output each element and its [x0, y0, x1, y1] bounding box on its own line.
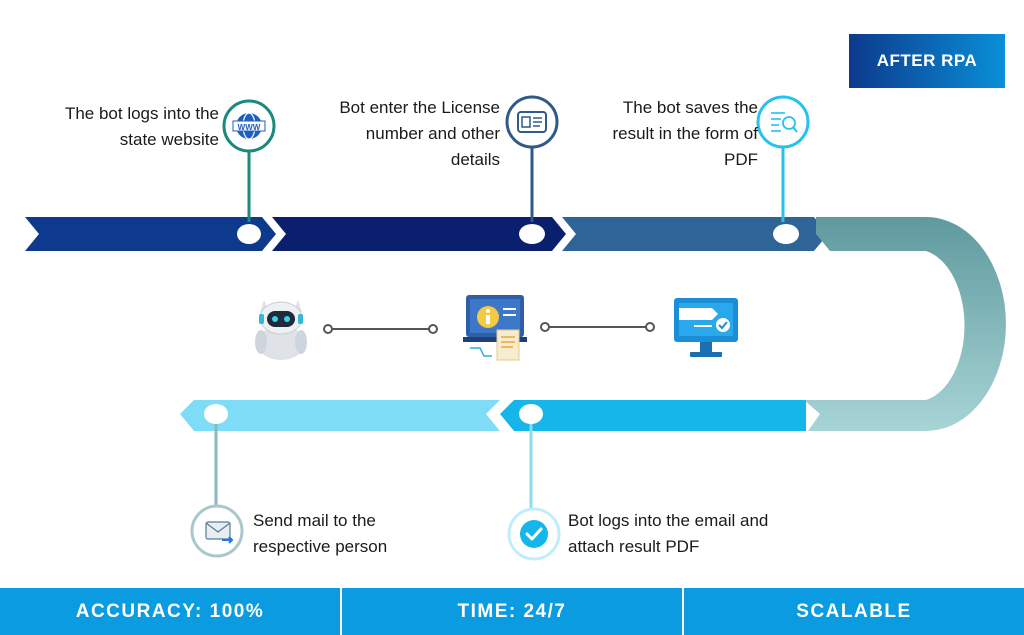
timeline-segment-5: [500, 400, 806, 431]
email-send-icon: [190, 504, 244, 558]
document-search-icon: [756, 95, 810, 149]
step-3-text: The bot saves the result in the form of …: [560, 95, 758, 173]
milestone-dot-5: [204, 404, 228, 424]
footer-time: TIME: 24/7: [340, 588, 682, 635]
id-card-icon: [505, 95, 559, 149]
timeline-segment-6: [180, 400, 500, 431]
computer-checked-icon: [674, 298, 738, 357]
step-4-line-1: Bot logs into the email and: [568, 511, 769, 530]
step-3-line-3: PDF: [724, 150, 758, 169]
milestone-dot-3: [773, 224, 799, 244]
footer-accuracy: ACCURACY: 100%: [75, 600, 265, 622]
timeline-segment-3: [562, 217, 828, 251]
step-4-text: Bot logs into the email and attach resul…: [568, 508, 828, 560]
benefits-footer: ACCURACY: 100% TIME: 24/7 SCALABLE: [0, 588, 1024, 635]
www-globe-icon: WWW: [222, 99, 276, 153]
after-rpa-badge: AFTER RPA: [849, 34, 1005, 88]
step-1-text: The bot logs into the state website: [20, 101, 219, 153]
milestone-dot-2: [519, 224, 545, 244]
step-5-line-2: respective person: [253, 537, 388, 556]
timeline-segment-2: [272, 217, 566, 251]
step-5-text: Send mail to the respective person: [253, 508, 453, 560]
step-5-line-1: Send mail to the: [253, 511, 376, 530]
milestone-dot-4: [519, 404, 543, 424]
step-3-line-2: result in the form of: [612, 124, 758, 143]
timeline-curve: [804, 217, 1006, 431]
svg-text:WWW: WWW: [238, 123, 261, 132]
step-1-line-2: state website: [119, 130, 219, 149]
process-diagram: WWW: [25, 95, 1006, 561]
robot-icon: [255, 300, 307, 360]
step-2-line-2: number and other: [365, 124, 500, 143]
milestone-dot-1: [237, 224, 261, 244]
step-3-line-1: The bot saves the: [622, 98, 758, 117]
step-4-line-2: attach result PDF: [568, 537, 700, 556]
footer-scalable: SCALABLE: [682, 588, 1024, 635]
step-2-line-3: details: [450, 150, 500, 169]
robot-to-info-connector: [323, 324, 438, 334]
step-1-line-1: The bot logs into the: [64, 104, 219, 123]
step-2-text: Bot enter the License number and other d…: [300, 95, 500, 173]
step-2-line-1: Bot enter the License: [339, 98, 500, 117]
info-to-computer-connector: [540, 322, 655, 332]
info-monitor-icon: [463, 295, 527, 361]
timeline-segment-1: [25, 217, 276, 251]
checkmark-icon: [507, 507, 561, 561]
